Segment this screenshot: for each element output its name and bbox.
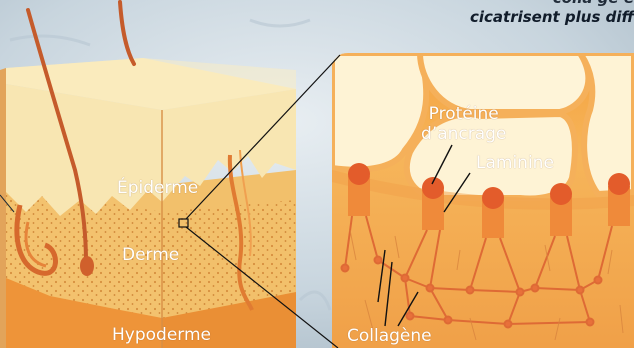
label-anchoring-protein-line-2: d’ancrage: [421, 124, 506, 144]
label-collagen: Collagène: [347, 328, 432, 345]
caption-line-1: colla gè e: [470, 0, 634, 8]
label-hypodermis: Hypoderme: [112, 327, 211, 344]
label-epidermis: Épiderme: [117, 180, 198, 197]
label-anchoring-protein-line-1: Protéine: [421, 104, 506, 124]
zoom-panel: [332, 53, 634, 348]
caption-line-2: cicatrisent plus diff: [470, 8, 634, 26]
hair-bulb: [80, 256, 94, 276]
label-dermis: Derme: [122, 247, 179, 264]
label-anchoring-protein: Protéine d’ancrage: [421, 104, 506, 144]
caption-text: colla gè e cicatrisent plus diff: [470, 0, 634, 27]
label-laminin: Laminine: [476, 155, 554, 172]
cell: [580, 53, 634, 194]
